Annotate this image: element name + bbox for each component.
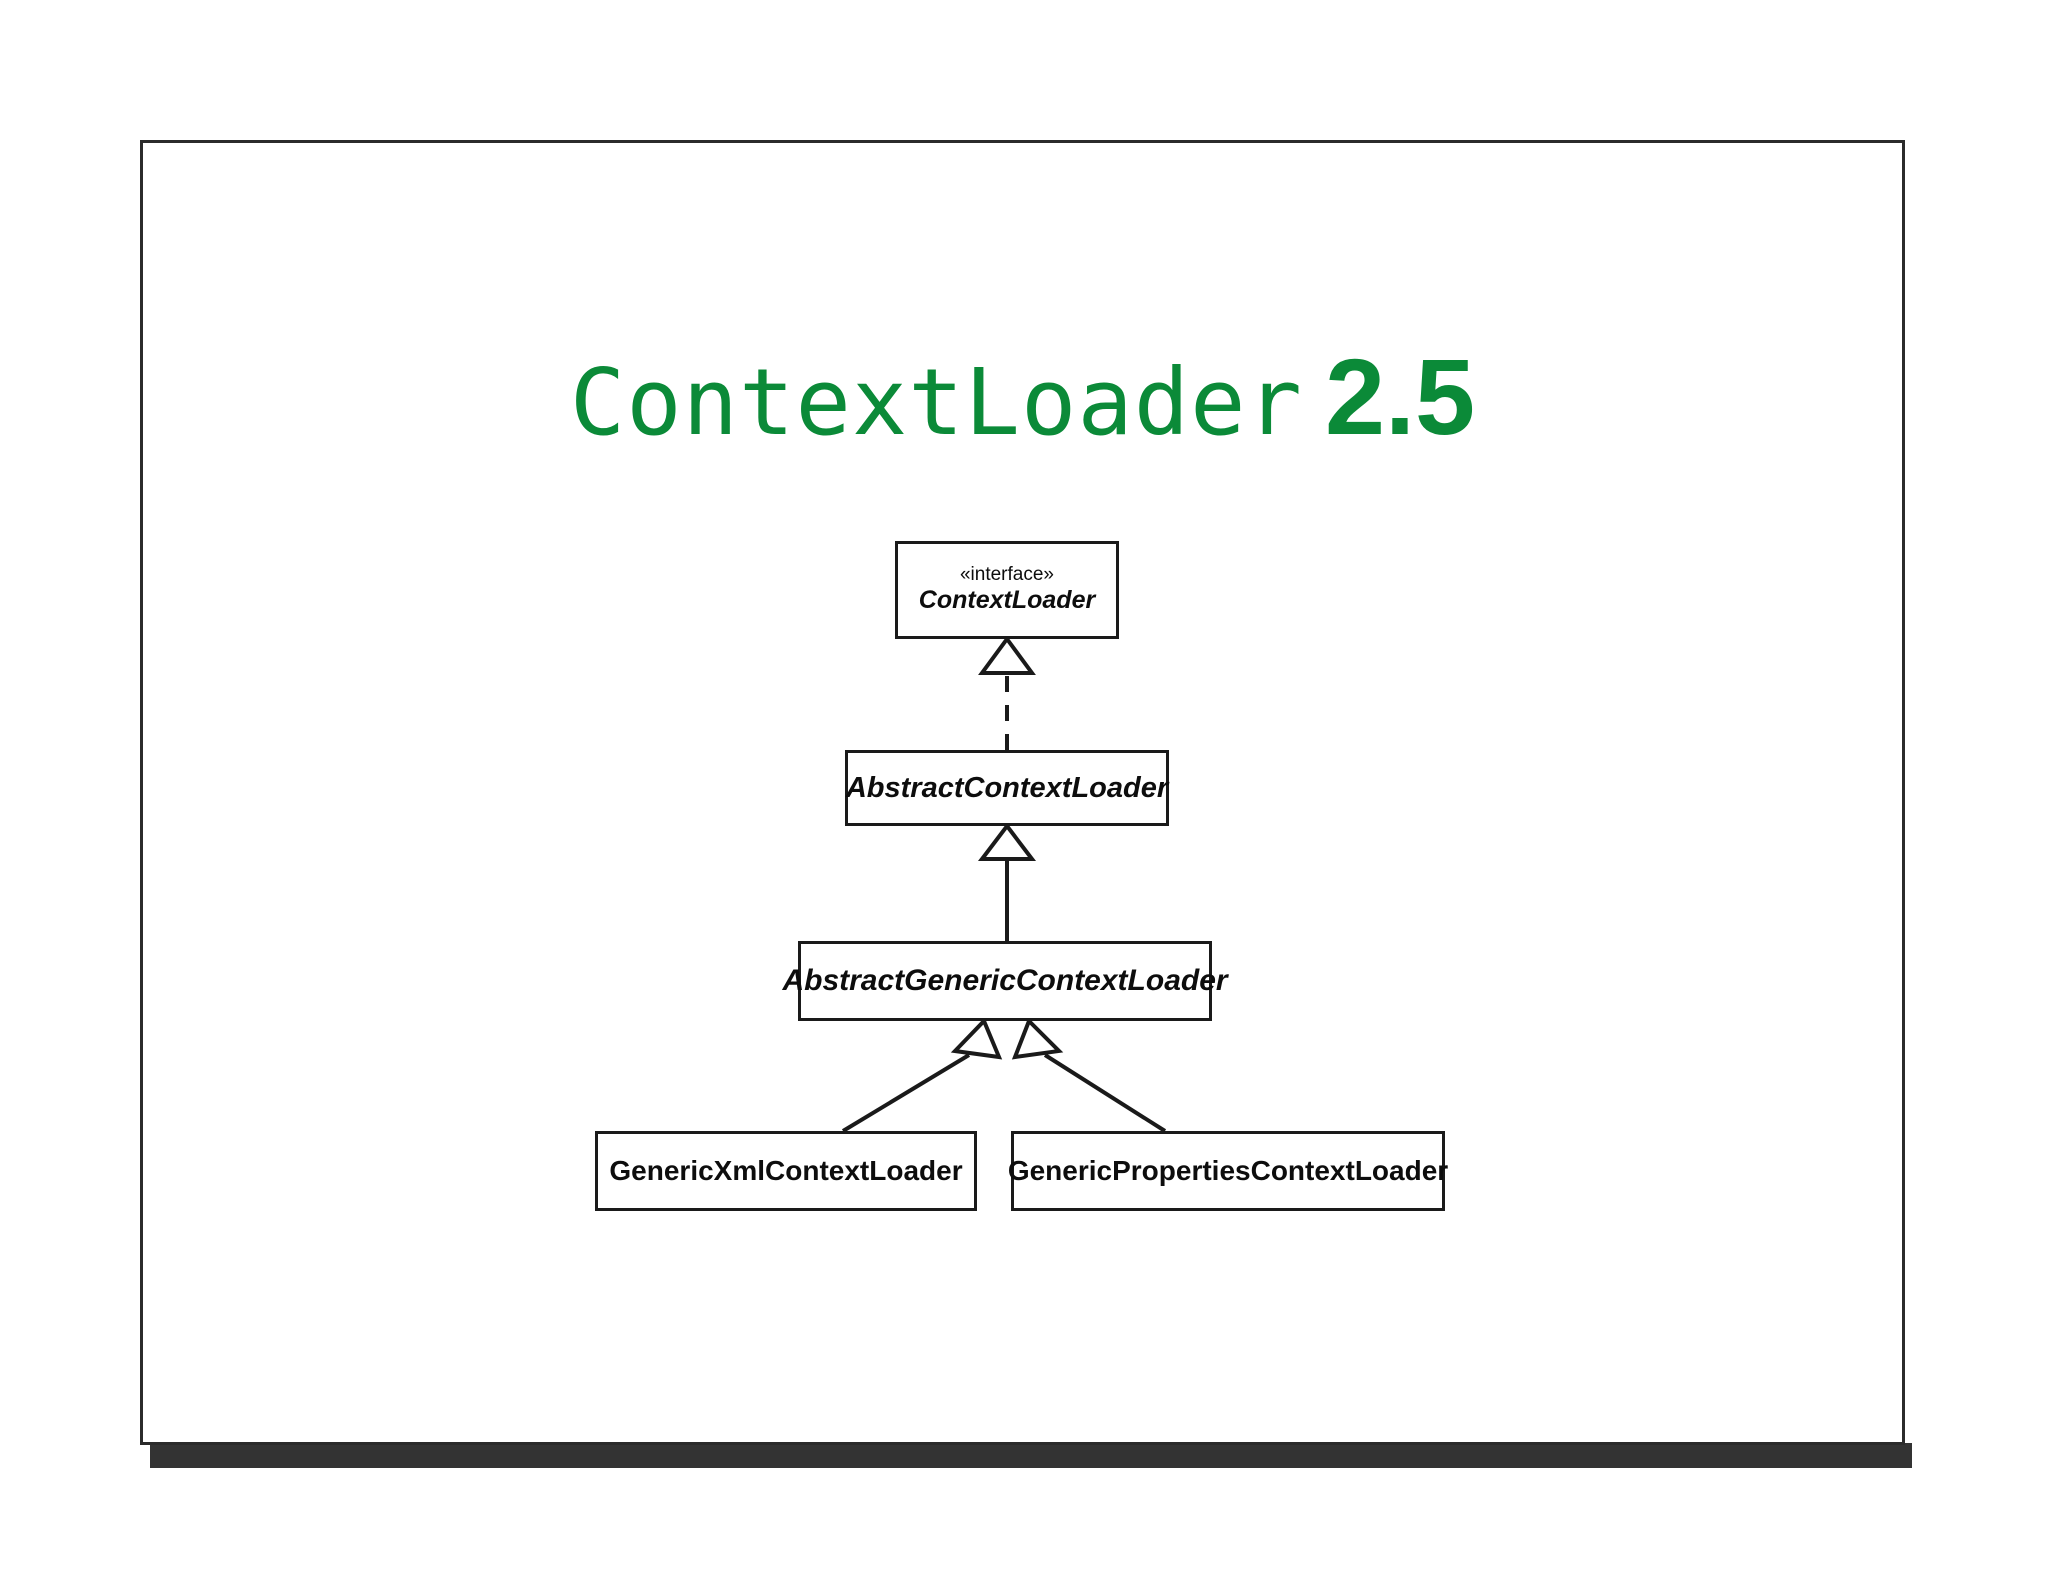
hollow-triangle-arrowhead-abstractcontextloader <box>977 822 1037 861</box>
hollow-triangle-arrowhead-abstractgeneric-right <box>1011 1017 1064 1060</box>
generalization-line-genericprops-to-abstractgeneric <box>1043 1053 1167 1133</box>
title-version-text: 2.5 <box>1324 336 1476 457</box>
uml-class-box-abstractcontextloader[interactable]: AbstractContextLoader <box>845 750 1169 826</box>
uml-class-name-abstractcontextloader: AbstractContextLoader <box>845 771 1169 804</box>
uml-class-box-abstractgenericcontextloader[interactable]: AbstractGenericContextLoader <box>782 941 1228 1021</box>
hollow-triangle-arrowhead-contextloader <box>978 635 1036 675</box>
uml-class-name-abstractgenericcontextloader: AbstractGenericContextLoader <box>782 964 1228 997</box>
uml-stereotype-interface: «interface» <box>959 563 1054 585</box>
hollow-triangle-arrowhead-abstractgeneric-left <box>950 1017 1003 1060</box>
uml-class-box-genericpropertiescontextloader[interactable]: GenericPropertiesContextLoader <box>1007 1131 1449 1211</box>
title-main-text: ContextLoader <box>569 349 1303 456</box>
slide-bottom-shadow-bar <box>150 1443 1912 1468</box>
generalization-line-genericxml-to-abstractgeneric <box>841 1053 971 1133</box>
uml-class-name-genericpropertiescontextloader: GenericPropertiesContextLoader <box>1007 1155 1449 1186</box>
uml-class-name-contextloader: ContextLoader <box>918 586 1096 615</box>
uml-class-name-genericxmlcontextloader: GenericXmlContextLoader <box>609 1155 963 1186</box>
uml-class-box-contextloader[interactable]: «interface» ContextLoader <box>895 541 1119 639</box>
uml-class-box-genericxmlcontextloader[interactable]: GenericXmlContextLoader <box>595 1131 977 1211</box>
